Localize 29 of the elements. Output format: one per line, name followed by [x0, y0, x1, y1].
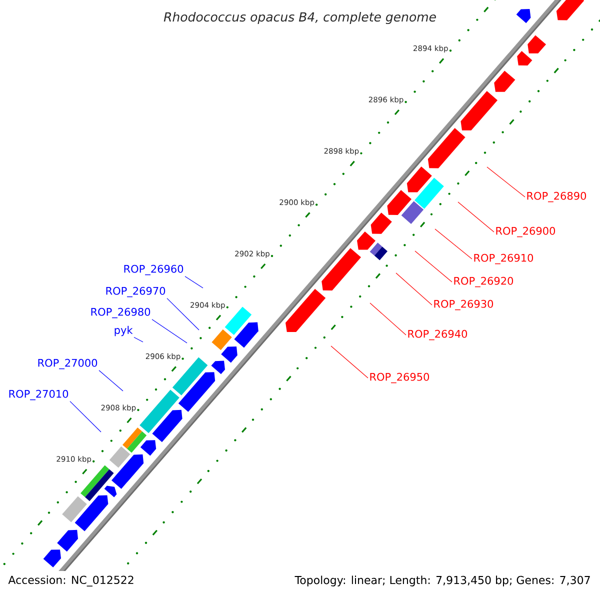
gene-label: ROP_27010: [9, 390, 68, 400]
gene-label: ROP_26960: [124, 264, 184, 276]
leader-line: [486, 166, 526, 198]
gene-label: ROP_26950: [370, 372, 430, 384]
gene-label: ROP_26970: [106, 286, 166, 298]
leader-line: [70, 401, 102, 432]
gene-label: ROP_26920: [454, 276, 514, 288]
leader-line: [330, 346, 368, 378]
leader-line: [98, 370, 124, 392]
leader-line: [434, 228, 472, 260]
gene-label: ROP_26910: [474, 254, 534, 264]
gene-label: ROP_26930: [434, 300, 494, 310]
gene-label: ROP_26980: [91, 308, 150, 318]
leader-line: [458, 202, 494, 232]
gene-label: ROP_26900: [496, 226, 556, 238]
leader-line: [166, 298, 200, 330]
leader-line: [134, 336, 144, 342]
gene-label: ROP_26890: [527, 192, 586, 202]
leader-line: [184, 276, 204, 288]
leader-line: [414, 250, 452, 282]
accession-text: Accession: NC_012522: [8, 576, 134, 586]
title: Rhodococcus opacus B4, complete genome: [164, 12, 436, 24]
leader-line: [396, 272, 432, 306]
gene-label: ROP_27000: [38, 358, 98, 370]
leader-line: [152, 319, 188, 344]
gene-label: ROP_26940: [408, 330, 468, 340]
leader-line: [370, 302, 406, 336]
genome-info-text: Topology: linear; Length: 7,913,450 bp; Genes: 7,307: [294, 576, 590, 586]
gene-label: pyk: [114, 326, 133, 336]
